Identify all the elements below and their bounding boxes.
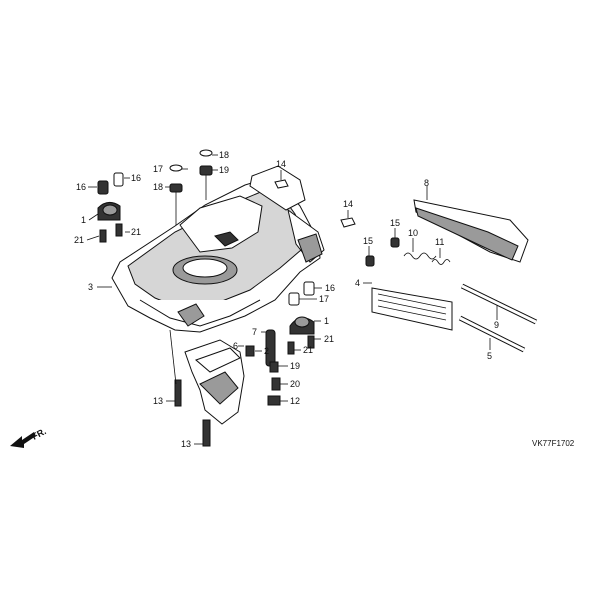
callout-1: 1	[81, 215, 86, 225]
callout-1: 1	[324, 316, 329, 326]
callout-2: 2	[264, 346, 269, 356]
callout-11: 11	[435, 237, 444, 247]
callout-19: 19	[290, 361, 300, 371]
mount-left	[97, 172, 124, 243]
leader-lines	[86, 154, 498, 445]
diagram-code: VK77F1702	[532, 439, 575, 448]
callout-21: 21	[131, 227, 141, 237]
top-fasteners	[169, 149, 213, 225]
callout-21: 21	[74, 235, 84, 245]
front-arrow: FR.	[10, 426, 48, 448]
rear-flap-parts	[365, 199, 538, 353]
callout-18: 18	[153, 182, 163, 192]
plates-14	[274, 179, 356, 228]
mount-right	[287, 281, 315, 355]
callout-16: 16	[325, 283, 335, 293]
front-arrow-label: FR.	[30, 426, 47, 442]
callout-4: 4	[355, 278, 360, 288]
callout-17: 18	[219, 150, 229, 160]
callout-14: 14	[343, 199, 353, 209]
lower-parts	[169, 329, 281, 447]
mower-deck	[111, 165, 325, 333]
callout-16: 16	[76, 182, 86, 192]
callout-10: 10	[408, 228, 418, 238]
callout-15: 15	[390, 218, 400, 228]
callout-9: 9	[494, 320, 499, 330]
callout-7: 7	[252, 327, 257, 337]
callout-18: 19	[219, 165, 229, 175]
callout-21: 21	[324, 334, 334, 344]
callout-8: 8	[424, 178, 429, 188]
callout-6: 6	[233, 341, 238, 351]
callout-13: 13	[181, 439, 191, 449]
callout-20: 20	[290, 379, 300, 389]
callouts: 16 1 21 3 16 21 17 18 18 19 14 14 8 15 1…	[74, 150, 575, 449]
callout-13: 13	[153, 396, 163, 406]
callout-16: 16	[131, 173, 141, 183]
callout-17: 17	[153, 164, 163, 174]
callout-3: 3	[88, 282, 93, 292]
callout-15: 15	[363, 236, 373, 246]
callout-21: 21	[303, 345, 313, 355]
callout-16: 17	[319, 294, 329, 304]
callout-5: 5	[487, 351, 492, 361]
callout-14: 14	[276, 159, 286, 169]
callout-12: 12	[290, 396, 300, 406]
